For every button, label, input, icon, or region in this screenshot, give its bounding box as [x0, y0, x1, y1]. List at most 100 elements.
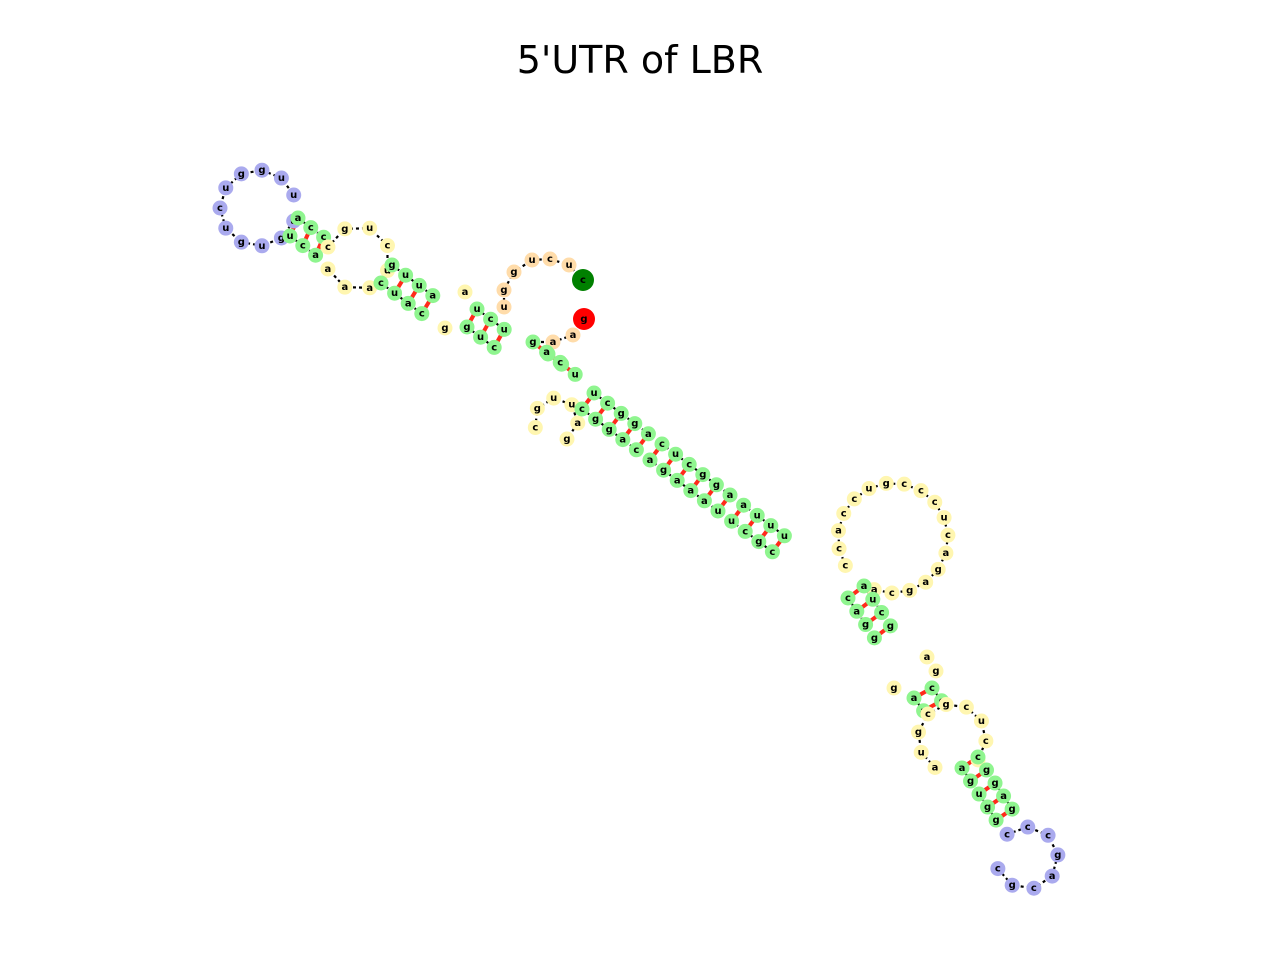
svg-text:u: u [767, 521, 774, 532]
nucleotide: g [601, 421, 617, 437]
nucleotide: c [572, 269, 594, 291]
nucleotide: a [400, 295, 416, 311]
svg-text:c: c [580, 275, 586, 286]
svg-text:g: g [755, 537, 762, 548]
nucleotide: g [525, 334, 541, 350]
nucleotide: g [233, 166, 249, 182]
svg-text:a: a [1000, 791, 1007, 802]
nucleotide: u [496, 321, 512, 337]
nucleotide: g [878, 475, 894, 491]
svg-text:g: g [258, 165, 265, 176]
nucleotide: u [362, 220, 378, 236]
nucleotide: g [708, 477, 724, 493]
nucleotide: a [565, 327, 581, 343]
svg-text:g: g [580, 314, 587, 325]
svg-text:a: a [312, 250, 319, 261]
nucleotide: u [724, 513, 740, 529]
nucleotide: a [696, 493, 712, 509]
svg-text:g: g [660, 465, 667, 476]
nucleotide: c [990, 861, 1006, 877]
svg-text:g: g [699, 470, 706, 481]
svg-text:u: u [565, 260, 572, 271]
nucleotide: c [681, 456, 697, 472]
svg-text:u: u [500, 302, 507, 313]
svg-text:a: a [727, 490, 734, 501]
svg-text:g: g [341, 224, 348, 235]
svg-text:g: g [510, 267, 517, 278]
svg-text:c: c [963, 702, 969, 713]
nucleotide: a [736, 497, 752, 513]
svg-text:g: g [906, 585, 913, 596]
nucleotide: g [459, 319, 475, 335]
nucleotide: g [988, 812, 1004, 828]
svg-text:u: u [501, 324, 508, 335]
svg-text:g: g [238, 169, 245, 180]
svg-text:u: u [286, 231, 293, 242]
svg-text:u: u [290, 190, 297, 201]
svg-text:g: g [883, 478, 890, 489]
nucleotide: g [938, 697, 954, 713]
nucleotide: u [971, 786, 987, 802]
nucleotide: c [320, 239, 336, 255]
nucleotide: a [640, 426, 656, 442]
nucleotide: a [1044, 868, 1060, 884]
nucleotide: c [874, 605, 890, 621]
svg-text:g: g [631, 419, 638, 430]
nucleotide: g [963, 773, 979, 789]
nucleotide: c [836, 505, 852, 521]
svg-text:a: a [574, 418, 581, 429]
nucleotide: u [561, 257, 577, 273]
svg-text:u: u [869, 594, 876, 605]
nucleotide: a [457, 284, 473, 300]
nucleotide: c [924, 680, 940, 696]
svg-text:a: a [911, 693, 918, 704]
svg-text:c: c [605, 398, 611, 409]
nucleotide: a [722, 487, 738, 503]
nucleotide: a [425, 288, 441, 304]
svg-text:g: g [1009, 880, 1016, 891]
svg-text:u: u [754, 510, 761, 521]
svg-text:u: u [781, 531, 788, 542]
svg-text:c: c [841, 508, 847, 519]
nucleotide: u [546, 390, 562, 406]
nucleotide: u [218, 220, 234, 236]
svg-text:a: a [861, 581, 868, 592]
svg-text:g: g [983, 765, 990, 776]
backbone [218, 169, 1060, 890]
svg-text:a: a [543, 347, 550, 358]
svg-text:u: u [366, 223, 373, 234]
nucleotide: c [837, 558, 853, 573]
nucleotide: g [928, 663, 944, 679]
nucleotide: g [506, 264, 522, 280]
nucleotide: g [858, 617, 874, 633]
svg-text:g: g [991, 778, 998, 789]
nucleotide: u [254, 238, 270, 254]
svg-text:c: c [851, 494, 857, 505]
nucleotide: c [970, 749, 986, 765]
nucleotide: g [384, 257, 400, 273]
nucleotide: c [927, 494, 943, 510]
svg-text:c: c [879, 608, 885, 619]
svg-text:g: g [278, 233, 285, 244]
backbone-segment [391, 264, 434, 297]
nucleotide: u [218, 180, 234, 196]
svg-text:a: a [853, 606, 860, 617]
nucleotide: g [882, 618, 898, 634]
backbone-segment [847, 597, 876, 639]
svg-text:c: c [557, 357, 563, 368]
nucleotide: a [906, 690, 922, 706]
svg-text:g: g [500, 285, 507, 296]
nucleotide: g [695, 467, 711, 483]
svg-text:c: c [769, 547, 775, 558]
nucleotide: a [669, 472, 685, 488]
nucleotide: g [930, 561, 946, 577]
svg-text:a: a [647, 455, 654, 466]
nucleotide: u [282, 228, 298, 244]
svg-text:c: c [995, 864, 1001, 875]
svg-text:a: a [924, 652, 931, 663]
nucleotide: u [387, 285, 403, 301]
nucleotide: g [613, 405, 629, 421]
svg-text:c: c [419, 309, 425, 320]
nucleotide: c [552, 354, 568, 370]
nucleotide: u [710, 503, 726, 519]
